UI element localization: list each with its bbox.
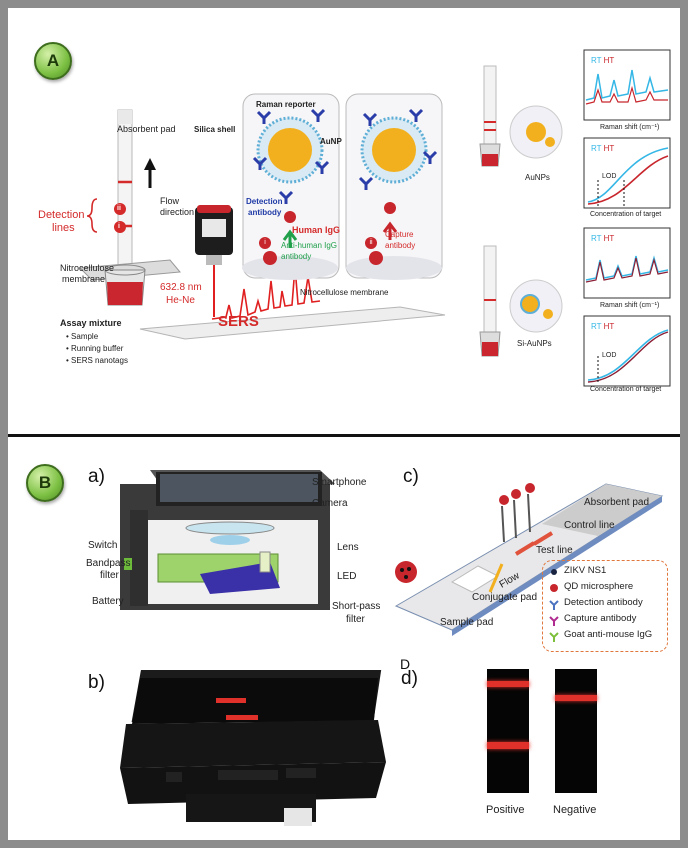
si-aunps-label: Si-AuNPs: [517, 339, 552, 348]
subpanel-b-label: b): [88, 672, 105, 693]
particle-strips: [479, 65, 563, 357]
graph-2-rt: RT HT: [591, 144, 615, 153]
shortpass-label-1: Short-pass: [332, 601, 381, 612]
positive-test-line: [487, 742, 529, 749]
test-line-ii-marker: [114, 203, 126, 215]
detection-lines-label-2: lines: [52, 222, 75, 234]
anti-human-igg-label-1: Anti-human IgG: [281, 241, 338, 250]
detection-antibody-label-1: Detection: [246, 197, 283, 206]
flow-direction-label-2: direction: [160, 207, 195, 217]
subpanel-c-label: c): [403, 466, 419, 487]
lfa-strip-illustration: [394, 483, 664, 636]
graph-4-rt: RT HT: [591, 322, 615, 331]
graph-1-rt: RT HT: [591, 56, 615, 65]
positive-label: Positive: [486, 804, 525, 816]
line-ii-label: ii: [117, 205, 121, 212]
negative-strip: [555, 669, 597, 793]
absorbent-pad-label: Absorbent pad: [117, 124, 176, 134]
lfa-absorbent-pad-label: Absorbent pad: [584, 497, 650, 508]
sample-pad-label: Sample pad: [440, 617, 494, 628]
bandpass-label-2: filter: [100, 570, 119, 581]
inset-i-marker: i: [259, 237, 271, 249]
laser-source-label: He-Ne: [166, 295, 195, 306]
line-i-label: i: [118, 223, 120, 230]
assay-item-2: • Running buffer: [66, 344, 124, 353]
positive-strip: [487, 669, 529, 793]
bandpass-label-1: Bandpass: [86, 558, 131, 569]
silica-shell-label: Silica shell: [194, 125, 236, 134]
graph-4-xlabel: Concentration of target: [590, 386, 662, 393]
lens-label: Lens: [337, 542, 359, 553]
laser-and-sers-spectrum: [139, 205, 446, 340]
panel-divider: [8, 434, 680, 437]
inset-ii-marker: ii: [365, 237, 377, 249]
sers-graphs: [583, 49, 671, 387]
nitrocellulose-membrane-label: Nitrocellulose membrane: [300, 288, 389, 297]
conjugate-pad-label: Conjugate pad: [472, 592, 538, 603]
legend-item-2: QD microsphere: [564, 581, 634, 592]
legend-item-1: ZIKV NS1: [564, 565, 607, 576]
led-label: LED: [337, 571, 357, 582]
laser-wavelength-label: 632.8 nm: [160, 282, 202, 293]
graph-2-lod: LOD: [602, 173, 617, 180]
negative-label: Negative: [553, 804, 597, 816]
legend-item-3: Detection antibody: [564, 597, 643, 608]
smartphone-label: Smartphone: [312, 477, 367, 488]
camera-label: Camera: [312, 498, 348, 509]
legend-icons: [549, 569, 559, 642]
graph-3-rt: RT HT: [591, 234, 615, 243]
subpanel-a-label: a): [88, 466, 105, 487]
positive-control-line: [487, 681, 529, 687]
graph-1-xlabel: Raman shift (cm⁻¹): [600, 124, 660, 131]
capture-antibody-label-1: Capture: [385, 230, 414, 239]
graph-3-xlabel: Raman shift (cm⁻¹): [600, 302, 660, 309]
negative-control-line: [555, 695, 597, 701]
panel-b-badge: B: [26, 464, 64, 502]
assay-item-3: • SERS nanotags: [66, 356, 128, 365]
nitrocellulose-label-2: membrane: [62, 274, 106, 284]
device-cutaway: [120, 470, 335, 610]
stray-d-label: D: [400, 656, 411, 672]
switch-label: Switch: [88, 540, 118, 551]
assay-item-1: • Sample: [66, 332, 99, 341]
legend-item-4: Capture antibody: [564, 613, 637, 624]
graph-2-xlabel: Concentration of target: [590, 211, 662, 218]
graph-4: [583, 315, 671, 387]
flow-direction-label-1: Flow: [160, 196, 180, 206]
nanotag-insets: [242, 93, 443, 280]
device-photo: [120, 670, 386, 826]
graph-4-lod: LOD: [602, 352, 617, 359]
raman-reporter-label: Raman reporter: [256, 100, 316, 109]
detection-lines-label-1: Detection: [38, 209, 85, 221]
lfa-legend: [542, 560, 668, 652]
graph-2: [583, 137, 671, 209]
legend-item-5: Goat anti-mouse IgG: [564, 629, 653, 640]
aunp-label: AuNP: [320, 137, 342, 146]
human-igg-label: Human IgG: [292, 225, 341, 235]
panel-a-strip-illustration: [78, 109, 181, 306]
shortpass-label-2: filter: [346, 614, 365, 625]
capture-antibody-label-2: antibody: [385, 241, 416, 250]
aunps-label: AuNPs: [525, 173, 550, 182]
nitrocellulose-label-1: Nitrocellulose: [60, 263, 115, 273]
test-line-label: Test line: [536, 545, 573, 556]
assay-mixture-label: Assay mixture: [60, 318, 122, 328]
panel-a-badge: A: [34, 42, 72, 80]
detection-antibody-label-2: antibody: [248, 208, 282, 217]
test-line-i-marker: [114, 221, 126, 233]
graph-3: [583, 227, 671, 299]
control-line-label: Control line: [564, 520, 615, 531]
battery-label: Battery: [92, 596, 124, 607]
sers-label: SERS: [218, 313, 259, 330]
anti-human-igg-label-2: antibody: [281, 252, 312, 261]
graph-1: [583, 49, 671, 121]
subpanel-d-label: d): [401, 668, 418, 689]
